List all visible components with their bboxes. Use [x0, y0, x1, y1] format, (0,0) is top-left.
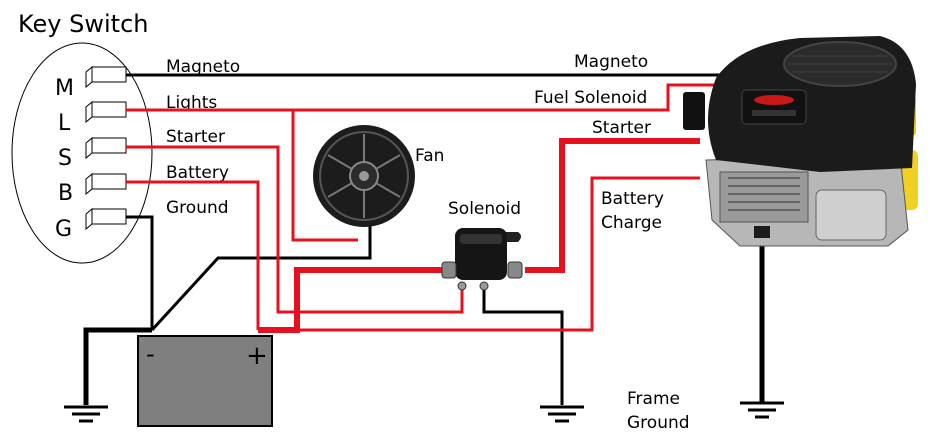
wires-red	[126, 83, 718, 333]
wire-label-starter: Starter	[166, 127, 225, 147]
fan-blade-ring	[319, 131, 409, 221]
terminal-letter-l: L	[58, 111, 71, 136]
wire-lights	[126, 83, 718, 112]
wire-label-ground: Ground	[166, 198, 229, 218]
solenoid-label: Solenoid	[448, 199, 521, 219]
engine-fuel-solenoid-block	[683, 92, 705, 130]
wire-lights-to-fan	[291, 110, 358, 242]
battery: - +	[137, 335, 273, 427]
terminal-tab-b	[85, 172, 127, 196]
solenoid-post-right	[507, 261, 523, 279]
wire-label-magneto: Magneto	[166, 57, 240, 77]
wire-starter-key	[126, 145, 464, 314]
wire-key-ground	[126, 215, 154, 330]
wire-label-battery: Battery	[166, 163, 229, 183]
wire-battery-key	[126, 180, 260, 330]
battery-body	[137, 335, 273, 427]
terminal-letter-s: S	[58, 146, 72, 171]
frame-ground-label-line2: Ground	[627, 413, 690, 433]
ground-symbol-battery	[64, 405, 108, 423]
fan	[313, 125, 415, 227]
ground-symbol-engine	[740, 401, 784, 419]
wire-battery-solenoid	[258, 267, 445, 333]
wire-fan-ground	[150, 222, 372, 332]
engine-label-magneto: Magneto	[574, 52, 648, 72]
wire-battery-charge	[258, 176, 700, 332]
battery-positive-label: +	[246, 341, 268, 371]
frame-ground-label-line1: Frame	[627, 389, 680, 409]
battery-negative-label: -	[146, 340, 155, 368]
engine-label-battery-charge-1: Battery	[601, 189, 664, 209]
terminal-tab-g	[85, 207, 127, 231]
solenoid	[441, 228, 523, 291]
key-switch-letters: M L S B G	[55, 76, 74, 242]
key-switch-terminals	[85, 65, 127, 231]
terminal-letter-m: M	[55, 76, 74, 101]
engine	[683, 36, 918, 247]
ground-symbol-solenoid	[540, 405, 584, 423]
engine-label-battery-charge-2: Charge	[601, 213, 662, 233]
engine-label-fuel-solenoid: Fuel Solenoid	[534, 88, 647, 108]
fan-label: Fan	[415, 146, 444, 166]
diagram-title: Key Switch	[18, 10, 149, 38]
terminal-letter-g: G	[55, 217, 72, 242]
terminal-tab-m	[85, 65, 127, 89]
wires-black	[83, 73, 765, 405]
key-switch-housing	[11, 42, 153, 264]
wire-label-lights: Lights	[166, 93, 217, 113]
terminal-tab-s	[85, 136, 127, 160]
terminal-letter-b: B	[58, 181, 73, 206]
engine-label-starter: Starter	[592, 118, 651, 138]
wire-solenoid-ground	[482, 290, 564, 405]
wire-starter-motor	[525, 138, 700, 273]
solenoid-post-left	[441, 261, 457, 279]
wire-battery-ground	[83, 327, 152, 405]
terminal-tab-l	[85, 100, 127, 124]
